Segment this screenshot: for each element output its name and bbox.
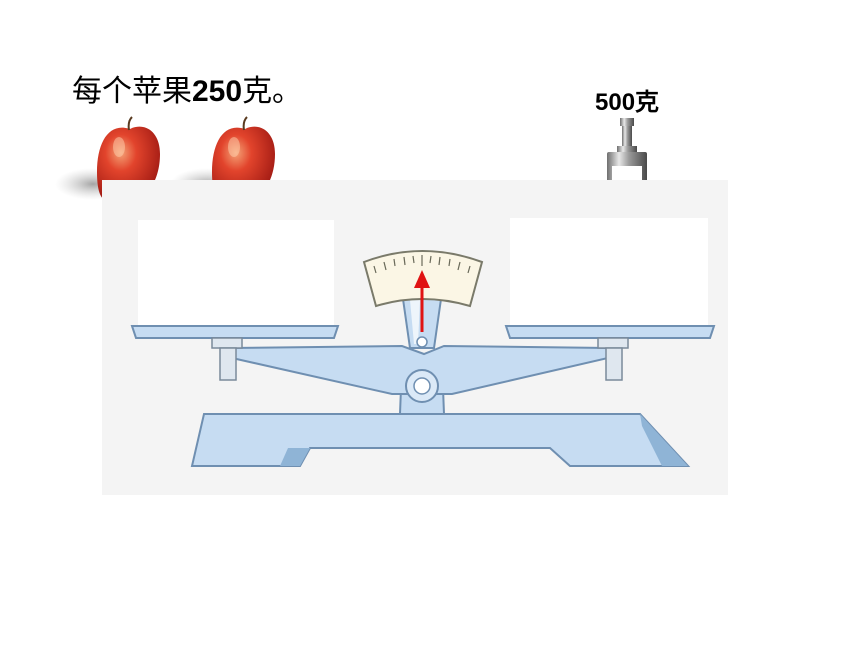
caption-prefix: 每个苹果	[72, 74, 192, 109]
weight-label: 500克	[595, 89, 660, 116]
balance-scale-icon	[102, 180, 728, 495]
caption: 每个苹果250克。	[72, 66, 302, 110]
caption-suffix: 克。	[242, 74, 303, 109]
caption-number: 250	[192, 75, 243, 108]
